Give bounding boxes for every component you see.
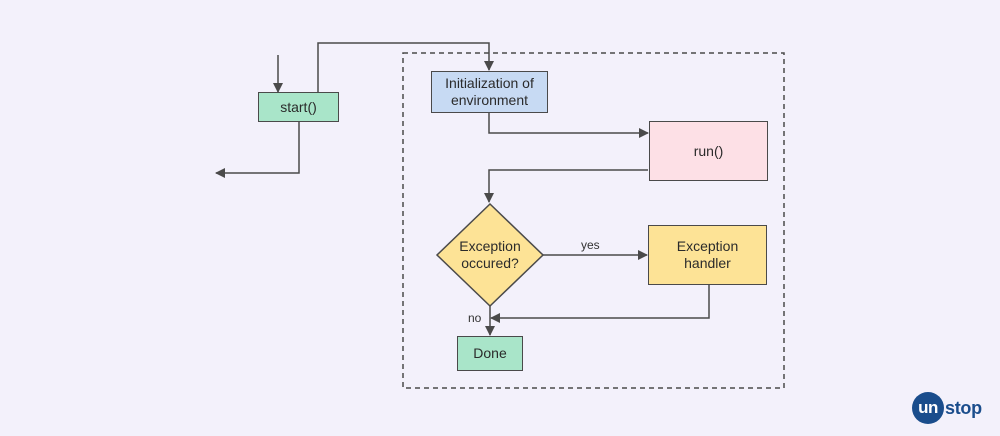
done-node: Done <box>457 336 523 371</box>
logo-wordmark: stop <box>945 397 982 418</box>
decision-label-line2: occured? <box>461 255 519 271</box>
handler-return-arrow <box>490 285 710 323</box>
init-to-run-arrow <box>488 113 649 138</box>
handler-label-line1: Exception <box>676 238 739 254</box>
start-return-arrow <box>215 122 300 178</box>
start-label: start() <box>280 98 317 115</box>
start-to-init-arrow <box>317 42 494 92</box>
handler-node: Exception handler <box>648 225 767 285</box>
run-label: run() <box>693 142 724 159</box>
logo-mark: un <box>912 392 944 424</box>
thread-boundary <box>402 52 785 389</box>
init-label-line1: Initialization of <box>445 75 534 91</box>
init-node: Initialization of environment <box>431 71 548 113</box>
yes-label: yes <box>581 238 600 252</box>
start-node: start() <box>258 92 339 122</box>
decision-label-line1: Exception <box>459 238 521 254</box>
decision-label: Exception occured? <box>437 204 543 306</box>
init-label-line2: environment <box>450 92 529 108</box>
unstop-logo: un stop <box>912 392 982 424</box>
done-label: Done <box>473 345 507 361</box>
run-to-decision-arrow <box>484 169 648 203</box>
run-node: run() <box>649 121 768 181</box>
handler-label-line2: handler <box>684 255 731 271</box>
no-label: no <box>468 311 482 325</box>
